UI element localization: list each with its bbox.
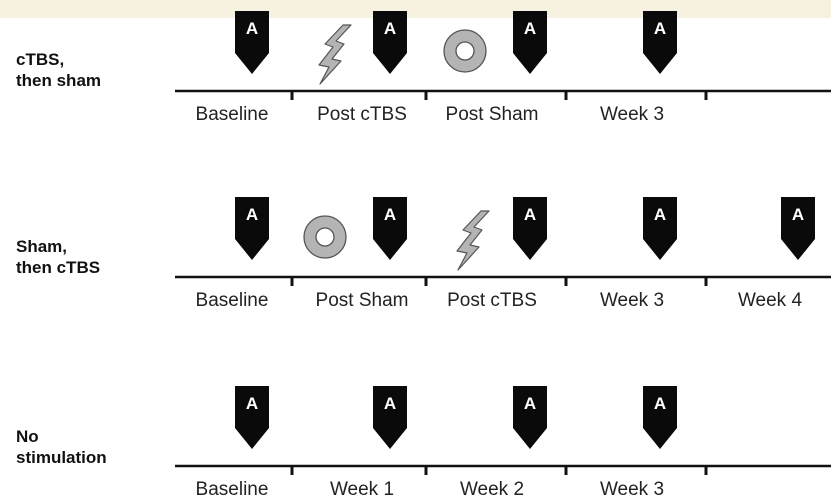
- assessment-marker-3-3: A: [513, 386, 547, 449]
- assessment-marker-2-1: A: [235, 197, 269, 260]
- assessment-marker-2-3: A: [513, 197, 547, 260]
- timepoint-label: Baseline: [196, 290, 269, 311]
- assessment-marker-letter: A: [792, 205, 804, 224]
- assessment-marker-1-1: A: [235, 11, 269, 74]
- timepoint-label: Baseline: [196, 104, 269, 125]
- assessment-marker-2-4: A: [643, 197, 677, 260]
- timepoint-label: Week 1: [330, 479, 394, 497]
- assessment-marker-letter: A: [524, 394, 536, 413]
- group-label-no-stimulation: No stimulation: [16, 427, 107, 467]
- timeline-group-2: Baseline Post Sham Post cTBS Week 3 Week 4 A A…: [175, 197, 831, 311]
- group-label-sham-then-ctbs: Sham, then cTBS: [16, 237, 101, 277]
- assessment-marker-2-2: A: [373, 197, 407, 260]
- timepoint-label: Week 2: [460, 479, 524, 497]
- timepoint-label: Week 3: [600, 290, 664, 311]
- assessment-marker-3-1: A: [235, 386, 269, 449]
- timeline-group-1: Baseline Post cTBS Post Sham Week 3 A A A A: [175, 11, 831, 125]
- assessment-marker-letter: A: [654, 394, 666, 413]
- timepoint-label: Week 3: [600, 479, 664, 497]
- assessment-marker-2-5: A: [781, 197, 815, 260]
- timepoint-label: Week 3: [600, 104, 664, 125]
- timepoint-label: Post cTBS: [447, 290, 537, 311]
- assessment-marker-letter: A: [246, 19, 258, 38]
- timeline-group-3: Baseline Week 1 Week 2 Week 3 A A A A: [175, 386, 831, 497]
- timepoint-label: Week 4: [738, 290, 803, 311]
- assessment-marker-letter: A: [654, 205, 666, 224]
- timepoint-label: Baseline: [196, 479, 269, 497]
- assessment-marker-3-2: A: [373, 386, 407, 449]
- timepoint-label: Post Sham: [446, 104, 539, 125]
- assessment-marker-letter: A: [524, 205, 536, 224]
- assessment-marker-1-4: A: [643, 11, 677, 74]
- top-band: [0, 0, 831, 18]
- timepoint-label: Post cTBS: [317, 104, 407, 125]
- assessment-marker-1-3: A: [513, 11, 547, 74]
- assessment-marker-letter: A: [246, 394, 258, 413]
- assessment-marker-letter: A: [246, 205, 258, 224]
- lightning-bolt-icon: [456, 210, 490, 271]
- ring-icon: [443, 29, 487, 73]
- assessment-marker-letter: A: [384, 205, 396, 224]
- group-label-ctbs-then-sham: cTBS, then sham: [16, 50, 102, 90]
- assessment-marker-letter: A: [654, 19, 666, 38]
- ring-icon: [303, 215, 347, 259]
- assessment-marker-letter: A: [524, 19, 536, 38]
- assessment-marker-3-4: A: [643, 386, 677, 449]
- assessment-marker-1-2: A: [373, 11, 407, 74]
- assessment-marker-letter: A: [384, 19, 396, 38]
- timepoint-label: Post Sham: [316, 290, 409, 311]
- assessment-marker-letter: A: [384, 394, 396, 413]
- lightning-bolt-icon: [318, 24, 352, 85]
